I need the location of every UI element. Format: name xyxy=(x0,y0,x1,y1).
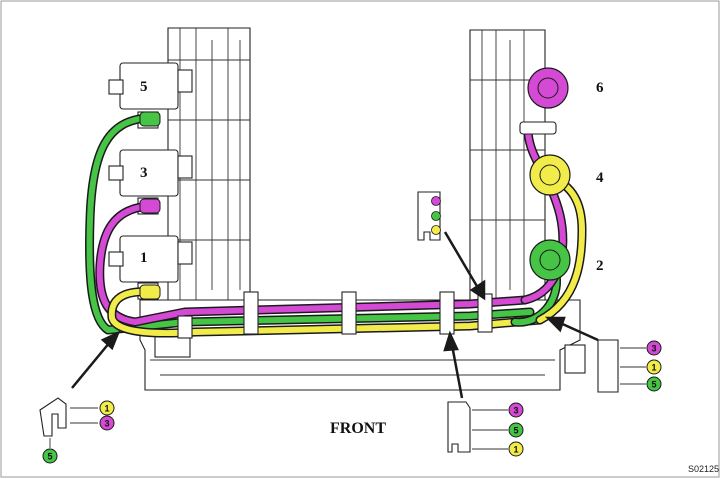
cylinder-label-6: 6 xyxy=(596,80,604,96)
clamp-right-label-2: 1 xyxy=(651,363,656,373)
cylinder-label-2: 2 xyxy=(596,258,604,274)
cylinder-label-5: 5 xyxy=(140,79,148,95)
plug-boot-1 xyxy=(139,284,161,300)
callout-arrows xyxy=(71,231,599,399)
clamp-left-label-3: 5 xyxy=(47,452,52,462)
clamp-left-label-2: 3 xyxy=(104,419,109,429)
clamp-callout-upper xyxy=(417,191,441,241)
plug-boot-5 xyxy=(139,111,161,127)
clamp-callout-left: 1 3 5 xyxy=(39,397,115,464)
plug-boot-3 xyxy=(139,198,161,214)
wire-cylinder-3 xyxy=(96,203,528,325)
wire-cylinder-4 xyxy=(537,175,585,323)
clamp-right-label-1: 3 xyxy=(651,344,656,354)
cylinder-label-4: 4 xyxy=(596,170,604,186)
engine-block-right-bank xyxy=(469,29,546,301)
clamp-center-label-1: 3 xyxy=(513,406,518,416)
plug-boot-4 xyxy=(529,154,571,196)
clamp-left-label-1: 1 xyxy=(104,404,109,414)
plug-boot-6 xyxy=(519,67,569,135)
clamp-callout-center: 3 5 1 xyxy=(447,401,524,457)
clamp-callout-right: 3 1 5 xyxy=(597,339,662,393)
clamp-center-label-2: 5 xyxy=(513,426,518,436)
reference-code: S02125 xyxy=(688,464,719,474)
wire-cylinder-6 xyxy=(522,129,566,303)
front-label: FRONT xyxy=(330,420,386,437)
clamp-center-label-3: 1 xyxy=(513,445,518,455)
plug-boot-2 xyxy=(529,239,571,281)
cylinder-label-1: 1 xyxy=(140,250,148,266)
cylinder-label-3: 3 xyxy=(140,165,148,181)
wire-cylinder-5 xyxy=(86,115,533,333)
clamp-right-label-3: 5 xyxy=(651,380,656,390)
harness-clamps xyxy=(177,291,493,339)
